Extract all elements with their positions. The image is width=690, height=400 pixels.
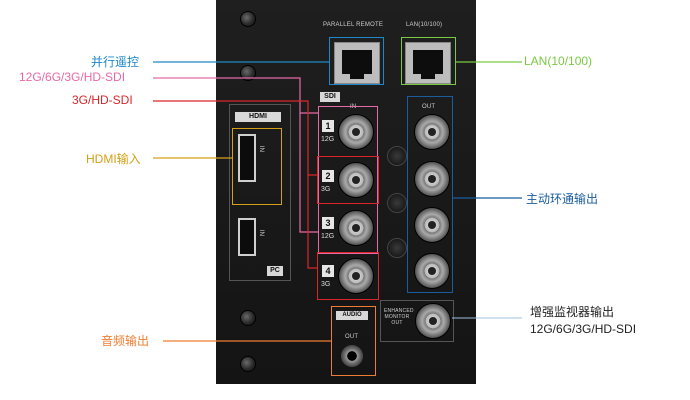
hdmi-section xyxy=(229,104,291,281)
lan-port xyxy=(405,42,451,84)
enhanced-monitor-out-connector xyxy=(415,303,451,339)
sdi-label: SDI xyxy=(320,92,340,102)
hdmi-port xyxy=(238,134,256,182)
lan-port-label: LAN(10/100) xyxy=(406,22,443,28)
parallel-remote-highlight xyxy=(329,37,384,85)
sdi-output-4-connector xyxy=(414,253,450,289)
sdi-input-3-connector xyxy=(338,210,374,246)
fastening-screw xyxy=(387,146,407,166)
screw xyxy=(240,11,256,27)
callout-hdmi-input: HDMI输入 xyxy=(86,152,141,166)
screw xyxy=(240,65,256,81)
screw xyxy=(240,310,256,326)
enhanced-monitor-out-label: ENHANCED MONITOR OUT xyxy=(384,308,414,326)
hdmi-highlight xyxy=(232,128,282,205)
sdi-3g-input-4-highlight xyxy=(317,252,379,300)
sdi-out-label: OUT xyxy=(422,104,436,110)
parallel-remote-label: PARALLEL REMOTE xyxy=(323,22,384,28)
sdi-3g-input-2-highlight xyxy=(317,156,379,204)
pc-port xyxy=(238,218,256,256)
sdi-input-type: 12G xyxy=(321,136,335,143)
screw xyxy=(240,356,256,372)
sdi-output-1-connector xyxy=(414,114,450,150)
callout-enhanced-monitor-line1: 增强监视器输出 xyxy=(530,305,615,319)
callout-lan: LAN(10/100) xyxy=(524,54,593,68)
sdi-in-label: IN xyxy=(350,104,357,110)
callout-sdi-12g: 12G/6G/3G/HD-SDI xyxy=(19,70,126,84)
sdi-input-number: 3 xyxy=(322,217,334,229)
sdi-input-number: 4 xyxy=(322,265,334,277)
sdi-output-3-connector xyxy=(414,207,450,243)
lan-highlight xyxy=(401,37,456,85)
callout-sdi-3g: 3G/HD-SDI xyxy=(72,93,133,107)
enhanced-monitor-section xyxy=(380,300,454,342)
loop-through-highlight xyxy=(407,96,453,293)
sdi-input-type: 3G xyxy=(321,186,331,193)
audio-out-jack xyxy=(341,345,363,367)
audio-label: AUDIO xyxy=(336,311,368,320)
hdmi-logo: HDMI xyxy=(235,112,281,122)
pc-label: PC xyxy=(267,266,283,276)
sdi-input-type: 3G xyxy=(321,281,331,288)
sdi-input-1-connector xyxy=(338,114,374,150)
callout-parallel-remote: 并行遥控 xyxy=(91,55,140,69)
sdi-input-2-connector xyxy=(338,162,374,198)
sdi-input-4-connector xyxy=(338,258,374,294)
sdi-input-type: 12G xyxy=(321,233,335,240)
fastening-screw xyxy=(387,238,407,258)
parallel-remote-port xyxy=(334,42,380,84)
callout-audio-output: 音频输出 xyxy=(101,334,150,348)
callout-enhanced-monitor-line2: 12G/6G/3G/HD-SDI xyxy=(530,322,637,336)
callout-loop-through: 主动环通输出 xyxy=(526,192,599,206)
fastening-screw xyxy=(387,193,407,213)
sdi-input-number: 2 xyxy=(322,170,334,182)
audio-out-label: OUT xyxy=(345,334,359,340)
sdi-input-number: 1 xyxy=(322,120,334,132)
sdi-12g-highlight xyxy=(318,106,378,254)
sdi-output-2-connector xyxy=(414,161,450,197)
